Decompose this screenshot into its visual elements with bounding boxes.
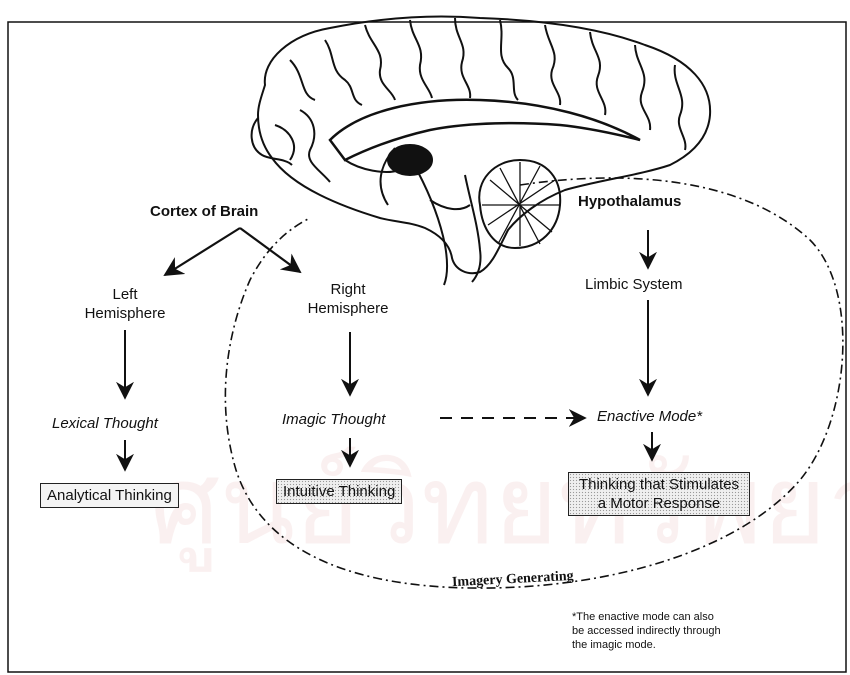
cortex-to-left-arrow [165, 228, 240, 275]
left-hemisphere-line1: Left [85, 285, 166, 304]
lexical-label: Lexical Thought [52, 414, 158, 433]
motor-line2: a Motor Response [575, 494, 743, 513]
footnote-line2: be accessed indirectly through [572, 624, 721, 638]
left-hemisphere-label: Left Hemisphere [85, 285, 166, 323]
footnote: *The enactive mode can also be accessed … [572, 610, 721, 652]
analytical-box: Analytical Thinking [40, 483, 179, 508]
right-hemisphere-line2: Hemisphere [308, 299, 389, 318]
frame [8, 22, 846, 672]
intuitive-box: Intuitive Thinking [276, 479, 402, 504]
motor-line1: Thinking that Stimulates [575, 475, 743, 494]
footnote-line3: the imagic mode. [572, 638, 721, 652]
motor-box: Thinking that Stimulates a Motor Respons… [568, 472, 750, 516]
hypothalamus-label: Hypothalamus [578, 192, 681, 211]
left-hemisphere-line2: Hemisphere [85, 304, 166, 323]
right-hemisphere-label: Right Hemisphere [308, 280, 389, 318]
footnote-line1: *The enactive mode can also [572, 610, 721, 624]
brain-illustration [252, 16, 711, 285]
imagery-ellipse [225, 178, 843, 588]
right-hemisphere-line1: Right [308, 280, 389, 299]
imagic-label: Imagic Thought [282, 410, 385, 429]
cortex-label: Cortex of Brain [150, 202, 258, 221]
enactive-label: Enactive Mode* [597, 407, 702, 426]
limbic-label: Limbic System [585, 275, 683, 294]
